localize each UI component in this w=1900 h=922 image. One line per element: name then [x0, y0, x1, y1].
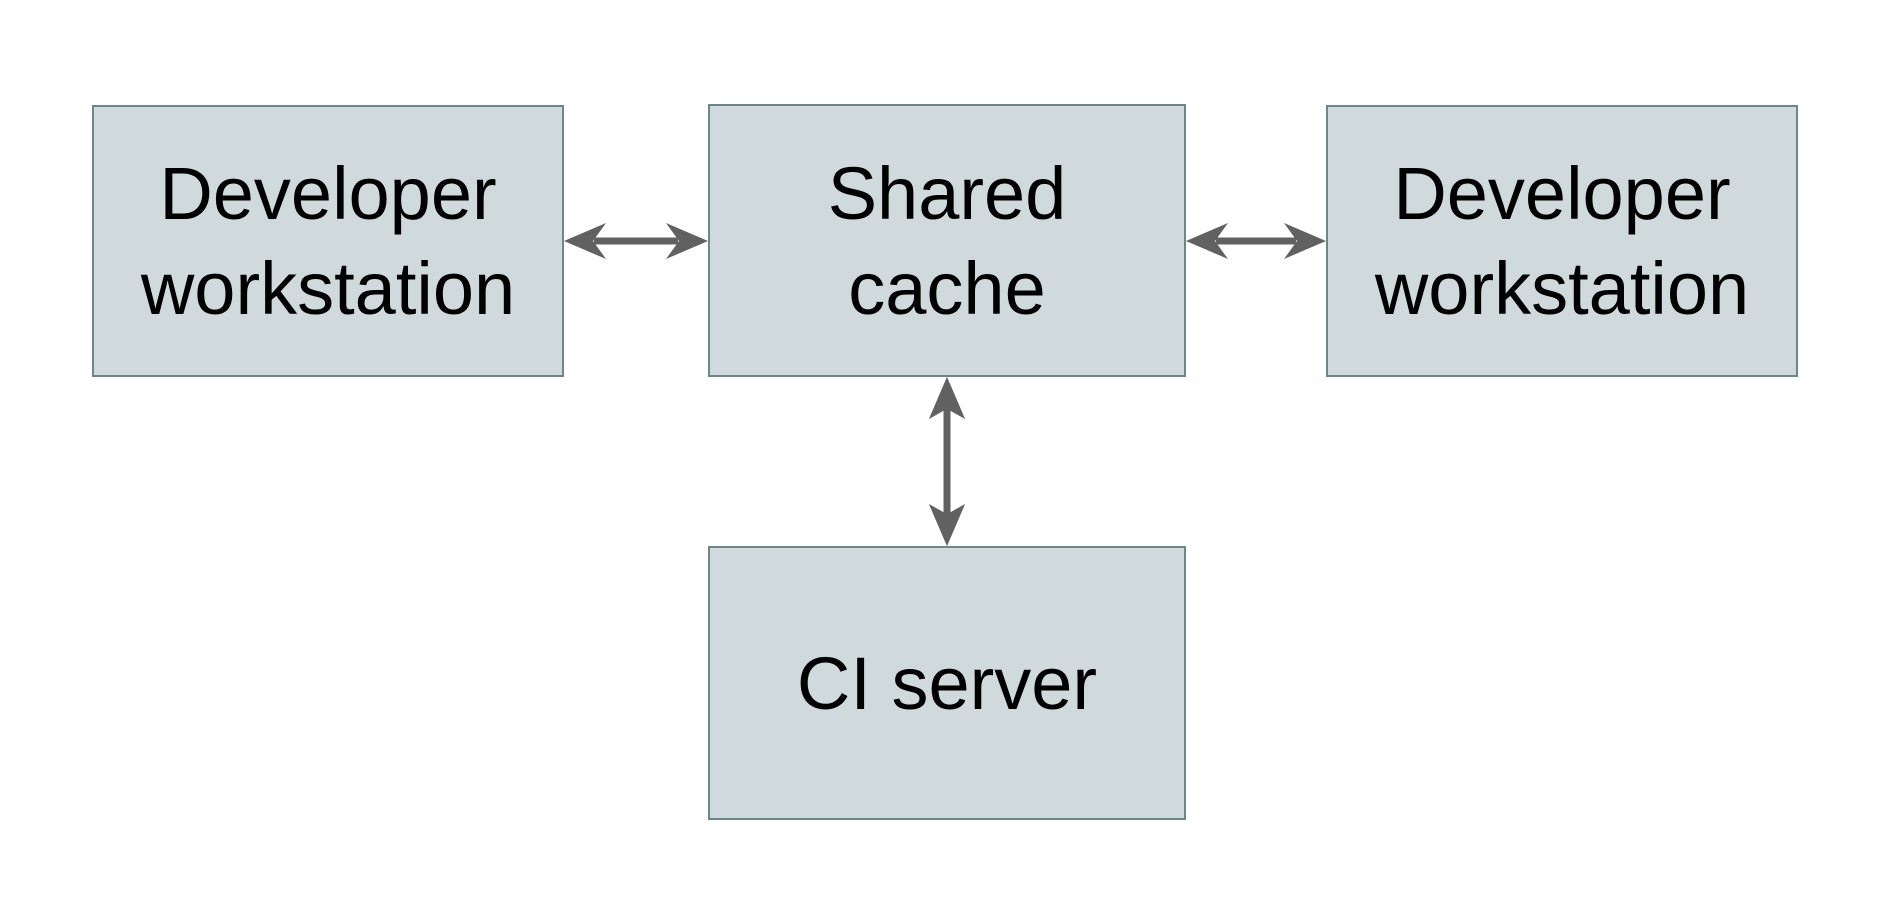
node-developer-workstation-left-label: Developer workstation: [140, 152, 516, 330]
node-shared-cache: Shared cache: [708, 104, 1186, 377]
bidirectional-arrow-cache-ci-server-icon: [929, 377, 965, 546]
bidirectional-arrow-left-workstation-cache-icon: [564, 223, 708, 259]
node-ci-server: CI server: [708, 546, 1186, 820]
node-shared-cache-label: Shared cache: [827, 151, 1067, 330]
node-developer-workstation-right-label: Developer workstation: [1374, 152, 1750, 330]
node-ci-server-label: CI server: [796, 641, 1098, 725]
node-developer-workstation-left: Developer workstation: [92, 105, 564, 377]
bidirectional-arrow-cache-right-workstation-icon: [1186, 223, 1326, 259]
node-developer-workstation-right: Developer workstation: [1326, 105, 1798, 377]
